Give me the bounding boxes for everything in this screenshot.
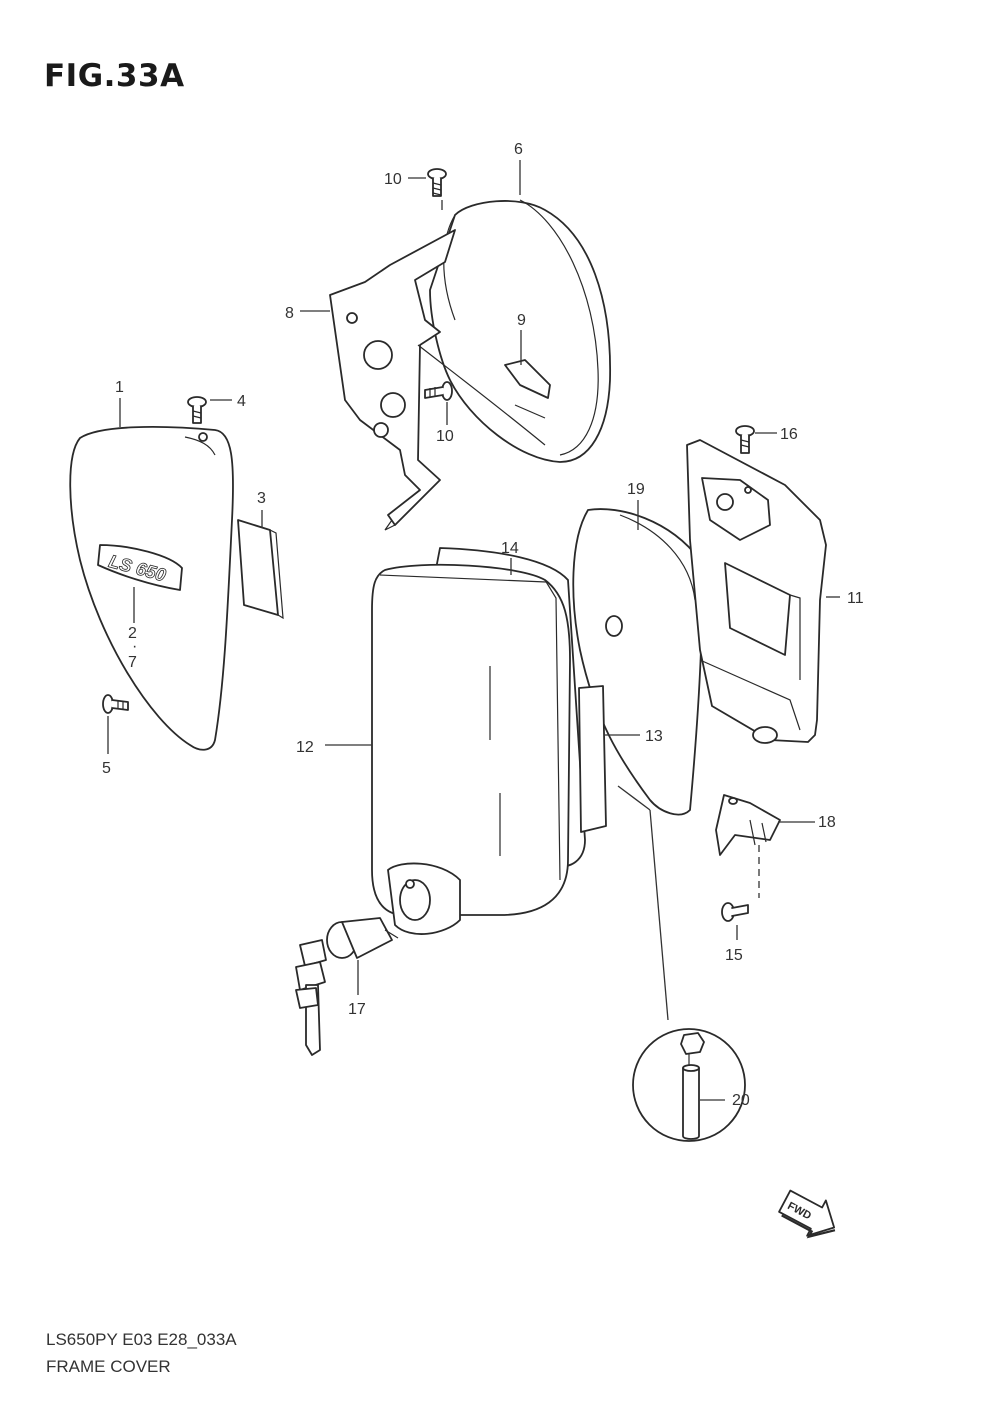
screw-part-15 <box>721 902 749 922</box>
callout-11: 11 <box>847 590 864 607</box>
callout-8: 8 <box>285 305 294 322</box>
figure-title: FIG.33A <box>44 58 185 94</box>
callout-19: 19 <box>627 481 645 498</box>
callout-18: 18 <box>818 814 836 831</box>
key-lock-set-part-17 <box>295 917 399 1056</box>
screw-part-4 <box>187 396 207 424</box>
small-clip-part-9 <box>504 359 551 419</box>
screw-part-10-mid <box>424 381 453 401</box>
callout-16: 16 <box>780 426 798 443</box>
fwd-arrow-icon: FWD <box>778 1189 836 1239</box>
latch-part-18 <box>715 794 781 856</box>
screw-part-10-top <box>427 168 447 197</box>
model-code: LS650PY E03 E28_033A <box>46 1330 237 1349</box>
callout-15: 15 <box>725 947 743 964</box>
side-bracket-part-8 <box>329 229 546 531</box>
callout-9: 9 <box>517 312 526 329</box>
callout-10-top: 10 <box>384 171 402 188</box>
callout-labels: 1 2 · 7 3 4 5 6 8 9 10 10 11 12 13 14 15… <box>102 141 864 1109</box>
callout-20: 20 <box>732 1092 750 1109</box>
detail-circle-part-20 <box>632 1028 746 1142</box>
callout-4: 4 <box>237 393 246 410</box>
left-frame-cover-part-1 <box>69 426 234 751</box>
screw-part-5 <box>102 694 129 714</box>
callout-14: 14 <box>501 540 519 557</box>
leader-lines <box>107 160 840 1101</box>
callout-3: 3 <box>257 490 266 507</box>
callout-17: 17 <box>348 1001 366 1018</box>
callout-dot: · <box>132 638 137 655</box>
callout-12: 12 <box>296 739 314 756</box>
callout-10-mid: 10 <box>436 428 454 445</box>
screw-part-16 <box>735 425 755 454</box>
tape-part-13 <box>578 685 607 833</box>
section-name: FRAME COVER <box>46 1357 171 1376</box>
seal-pad-part-3 <box>237 519 284 620</box>
callout-13: 13 <box>645 728 663 745</box>
callout-5: 5 <box>102 760 111 777</box>
callout-1: 1 <box>115 379 124 396</box>
callout-2: 2 <box>128 625 137 642</box>
callout-7: 7 <box>128 654 137 671</box>
bracket-plate-part-11 <box>686 439 827 744</box>
tool-box-part-12 <box>371 563 571 935</box>
upper-frame-cover-part-6 <box>429 199 611 463</box>
callout-6: 6 <box>514 141 523 158</box>
